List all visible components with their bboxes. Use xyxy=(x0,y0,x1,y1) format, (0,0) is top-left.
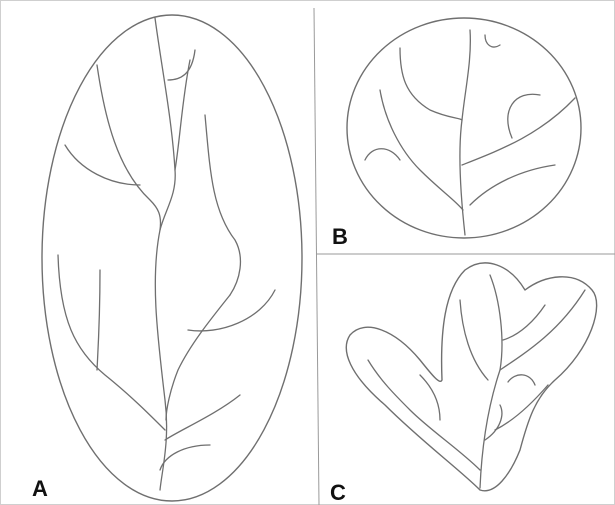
panel-b-label: B xyxy=(332,224,348,249)
panel-b-outline xyxy=(347,18,581,238)
panel-b-midrib xyxy=(460,30,470,235)
panel-a-vein xyxy=(165,395,240,440)
panel-a-vein xyxy=(97,65,161,230)
panel-b-vein xyxy=(400,48,462,120)
panel-b: B xyxy=(332,18,581,249)
panel-a-vein xyxy=(97,270,100,370)
panel-b-vein xyxy=(462,98,575,165)
panel-a-vein xyxy=(166,295,230,420)
panel-a-midrib xyxy=(155,18,175,490)
panel-c-vein xyxy=(495,385,548,430)
panel-c-vein xyxy=(500,290,585,370)
panel-c-label: C xyxy=(330,480,346,505)
panel-c-midrib xyxy=(480,275,502,488)
panel-a-vein xyxy=(65,145,140,185)
panel-b-veins xyxy=(365,30,575,235)
panel-a: A xyxy=(32,15,302,501)
panel-a-outline xyxy=(42,15,302,501)
panel-a-vein xyxy=(168,50,195,80)
vertical-divider xyxy=(314,8,319,505)
panel-c-vein xyxy=(460,300,488,380)
panel-c-outline xyxy=(346,263,596,491)
panel-c-vein xyxy=(420,375,440,420)
panel-a-vein xyxy=(205,115,240,295)
panel-b-vein xyxy=(380,90,463,210)
panel-c-vein xyxy=(368,360,480,470)
panel-b-vein xyxy=(485,35,500,47)
panel-a-vein xyxy=(188,290,275,331)
panel-c: C xyxy=(330,263,597,505)
panel-c-vein xyxy=(508,375,535,385)
panel-b-vein xyxy=(470,165,555,205)
panel-a-vein xyxy=(160,445,210,470)
panel-a-veins xyxy=(58,18,275,490)
panel-c-vein xyxy=(503,305,545,340)
panel-a-vein xyxy=(58,255,165,430)
panel-b-vein xyxy=(365,149,400,160)
panel-a-label: A xyxy=(32,476,48,501)
